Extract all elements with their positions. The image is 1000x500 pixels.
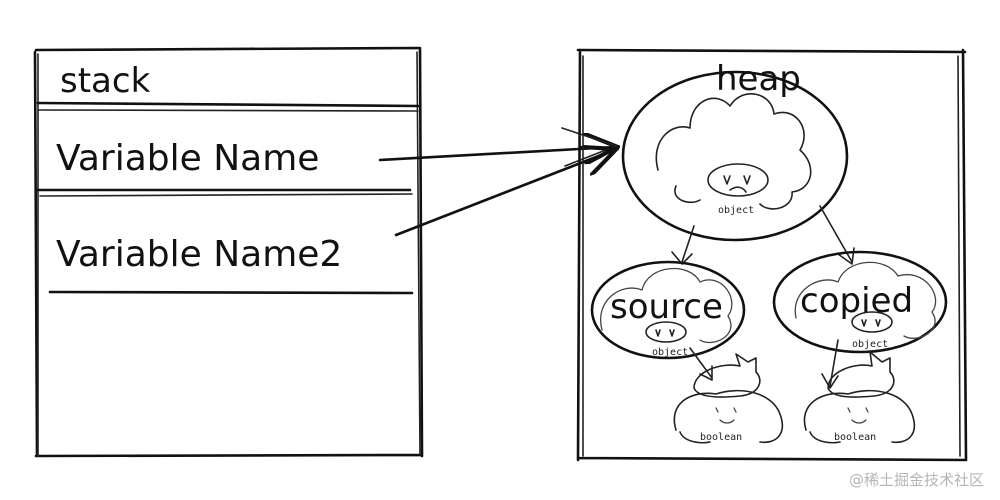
heap-object-face xyxy=(708,164,768,196)
stack-row-divider-2 xyxy=(50,292,412,293)
heap-source-node: source object xyxy=(592,262,744,358)
heap-object-icon xyxy=(656,94,810,209)
copied-boolean-type: boolean xyxy=(834,432,876,443)
stack-variable-1: Variable Name xyxy=(56,138,319,179)
source-label: source xyxy=(610,287,723,327)
stack-title: stack xyxy=(60,61,151,101)
arrow-variable-2-to-object xyxy=(396,150,614,235)
stack-header-divider xyxy=(38,103,418,106)
copied-type: object xyxy=(852,339,888,350)
source-boolean-node: boolean xyxy=(674,354,782,443)
stack-box: stack Variable Name Variable Name2 xyxy=(35,48,422,456)
heap-object-type: object xyxy=(718,205,754,216)
heap-title: heap xyxy=(716,59,801,99)
copied-label: copied xyxy=(800,281,913,321)
copied-boolean-node: boolean xyxy=(804,352,914,443)
stack-variable-2: Variable Name2 xyxy=(56,234,342,275)
source-type: object xyxy=(652,347,688,358)
watermark: @稀土掘金技术社区 xyxy=(849,469,984,490)
heap-box: heap object source object copied object xyxy=(578,50,966,460)
source-boolean-type: boolean xyxy=(700,432,742,443)
heap-copied-node: copied object xyxy=(774,252,946,352)
